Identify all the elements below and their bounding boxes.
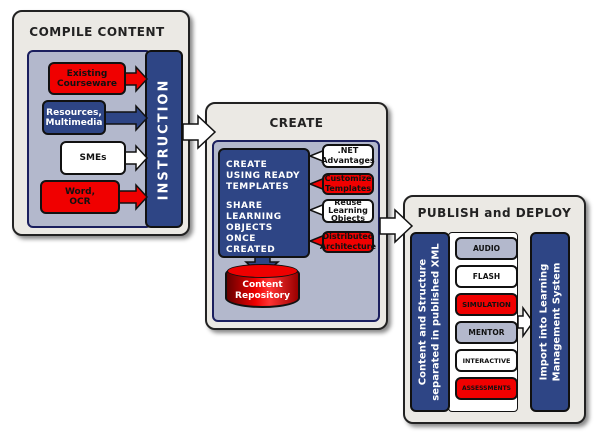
cylinder-top — [227, 264, 298, 278]
format-audio: AUDIO — [455, 237, 518, 260]
smes-box: SMEs — [60, 141, 126, 175]
arrow-compile-to-create — [182, 114, 217, 150]
format-interactive: INTERACTIVE — [455, 349, 518, 372]
arrow-publish-to-import — [517, 305, 534, 339]
resources-multimedia-box: Resources,Multimedia — [42, 100, 106, 135]
create-main-box: CREATE USING READY TEMPLATES SHARE LEARN… — [218, 148, 310, 258]
format-mentor: MENTOR — [455, 321, 518, 344]
publish-deploy-title: PUBLISH and DEPLOY — [417, 206, 572, 220]
format-flash: FLASH — [455, 265, 518, 288]
create-title: CREATE — [269, 116, 324, 130]
create-templates-text: CREATE USING READY TEMPLATES — [226, 160, 301, 192]
format-assessments: ASSESSMENTS — [455, 377, 518, 400]
arrow-create-to-publish — [379, 208, 414, 244]
word-ocr-box: Word,OCR — [40, 180, 120, 214]
compile-content-title: COMPILE CONTENT — [29, 25, 165, 39]
arrow-word — [117, 183, 149, 211]
instruction-bar: INSTRUCTION — [145, 50, 183, 228]
arrow-resources — [99, 104, 149, 132]
format-simulation: SIMULATION — [455, 293, 518, 316]
share-objects-text: SHARE LEARNING OBJECTS ONCE CREATED — [226, 201, 282, 255]
